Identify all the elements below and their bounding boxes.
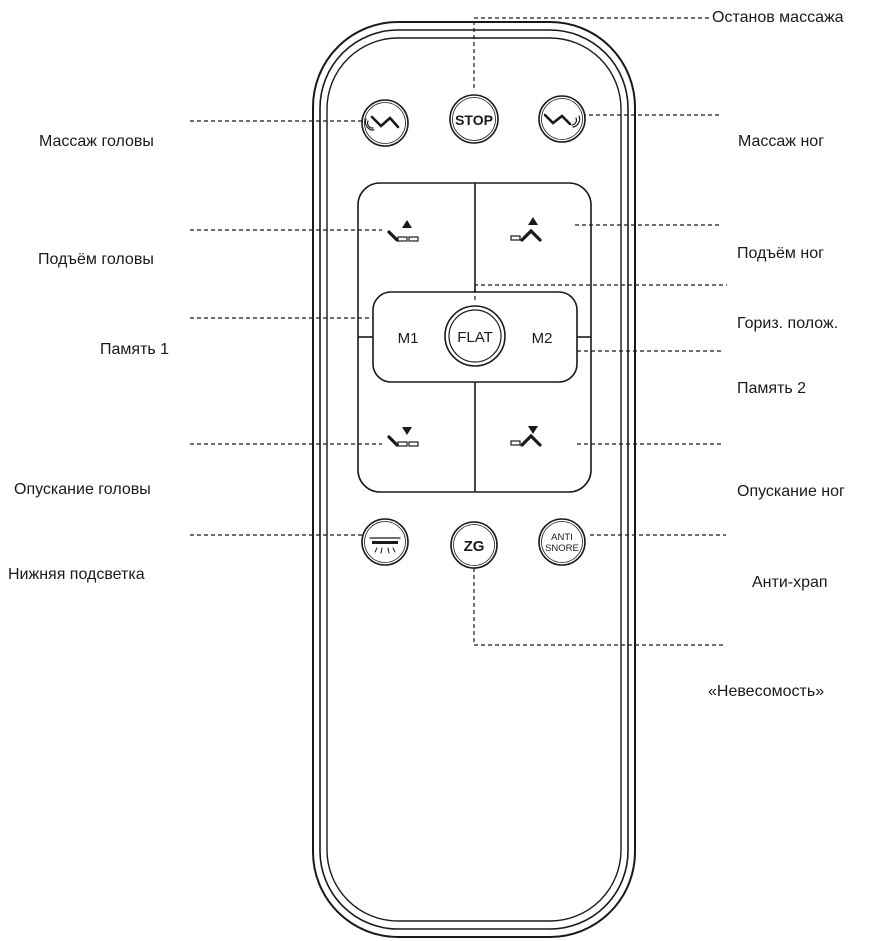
label-head-up: Подъём головы	[38, 251, 154, 268]
remote-body	[312, 21, 636, 938]
head-massage-icon	[364, 115, 400, 131]
label-memory-2: Память 2	[737, 380, 807, 397]
label-anti-snore: Анти-храп	[752, 574, 828, 591]
head-down-button[interactable]	[362, 388, 470, 486]
stop-button[interactable]: STOP	[449, 94, 499, 144]
label-head-massage: Массаж головы	[39, 133, 154, 150]
head-up-icon	[387, 220, 419, 242]
label-flat-position: Гориз. полож.	[737, 315, 839, 332]
zg-label: ZG	[464, 538, 485, 555]
label-foot-massage: Массаж ног	[738, 133, 825, 150]
foot-down-button[interactable]	[480, 388, 586, 486]
leader-lines	[190, 17, 727, 646]
label-foot-down: Опускание ног	[737, 483, 845, 500]
m1-label: M1	[398, 330, 419, 347]
stop-label: STOP	[455, 112, 493, 128]
foot-up-button[interactable]	[480, 190, 586, 285]
flat-label: FLAT	[457, 329, 493, 346]
head-up-button[interactable]	[362, 190, 470, 285]
control-panel	[357, 182, 592, 493]
m2-button[interactable]: M2	[532, 330, 553, 347]
anti-snore-button[interactable]: ANTI SNORE	[538, 518, 586, 566]
m2-label: M2	[532, 330, 553, 347]
label-zero-gravity: «Невесомость»	[708, 683, 825, 700]
head-massage-button[interactable]	[361, 99, 409, 147]
snore-label: SNORE	[545, 543, 579, 554]
foot-up-icon	[510, 217, 542, 242]
under-light-icon	[369, 537, 401, 554]
label-foot-up: Подъём ног	[737, 245, 824, 262]
label-memory-1: Память 1	[100, 341, 170, 358]
head-down-icon	[387, 427, 419, 447]
foot-massage-button[interactable]	[538, 95, 586, 143]
label-massage-stop: Останов массажа	[712, 9, 844, 26]
under-light-button[interactable]	[361, 518, 409, 566]
zg-button[interactable]: ZG	[450, 521, 498, 569]
foot-down-icon	[510, 426, 542, 447]
label-head-down: Опускание головы	[14, 481, 151, 498]
anti-label: ANTI	[551, 532, 573, 543]
foot-massage-icon	[543, 113, 581, 128]
label-under-light: Нижняя подсветка	[8, 566, 145, 583]
m1-button[interactable]: M1	[398, 330, 419, 347]
flat-button[interactable]: FLAT	[444, 305, 506, 367]
